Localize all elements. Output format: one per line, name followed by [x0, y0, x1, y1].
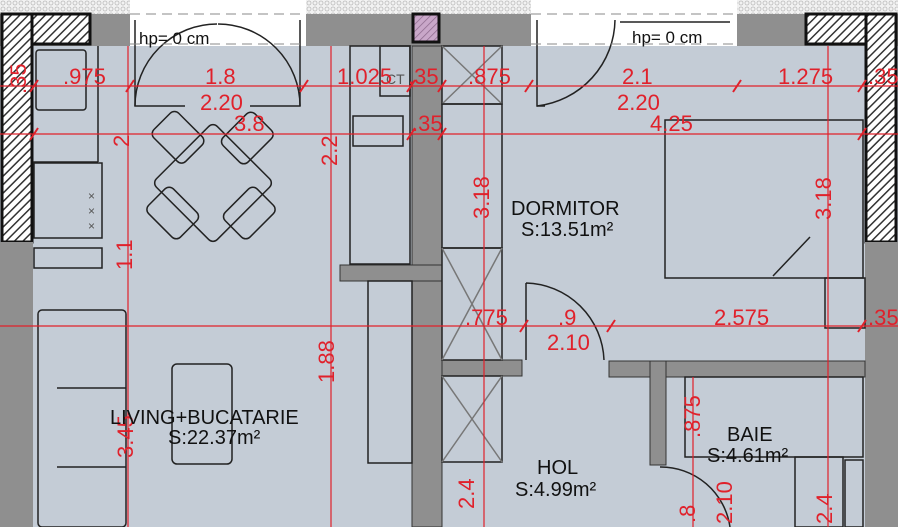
dim-label: 3.45	[113, 415, 138, 458]
dim-label: 2.10	[547, 330, 590, 355]
oven-unit	[352, 115, 404, 147]
dim-label: .875	[680, 395, 705, 438]
wall-right	[865, 242, 898, 527]
wall-partition-vertical	[411, 45, 443, 527]
dim-label: 1.88	[314, 340, 339, 383]
shaft-purple	[411, 12, 441, 44]
dining-chair	[146, 186, 200, 240]
room-name-hol: HOL	[537, 457, 578, 479]
dim-label: .775	[465, 305, 508, 330]
room-name-dormitor: DORMITOR	[511, 198, 620, 220]
dim-label: 1.025	[337, 64, 392, 89]
coffee-table	[171, 363, 233, 465]
dim-label: 2.4	[454, 478, 479, 509]
wall-hall-stub	[441, 359, 523, 377]
dim-label: 1.275	[778, 64, 833, 89]
dim-label: .975	[63, 64, 106, 89]
closet	[441, 247, 503, 361]
dim-label: 2.575	[714, 305, 769, 330]
hatched-column-right	[864, 12, 898, 244]
room-area-baie: S:4.61m²	[707, 445, 788, 467]
stove-fixture	[33, 162, 103, 239]
window-height-label-left: hp= 0 cm	[139, 29, 209, 48]
dim-label: .8	[675, 505, 700, 523]
window-opening-right	[531, 0, 737, 46]
dim-label: 2.20	[200, 90, 243, 115]
window-opening-left	[130, 0, 306, 46]
dim-label: 1.1	[112, 239, 137, 270]
dining-chair	[151, 110, 205, 164]
washbasin	[844, 459, 864, 527]
ct-label: CT	[386, 71, 405, 87]
dining-table	[153, 123, 273, 243]
dim-label: .35	[6, 63, 31, 94]
sink-fixture	[35, 49, 87, 111]
bed	[664, 119, 864, 279]
tv-cabinet	[367, 280, 413, 464]
dim-label: 3.8	[234, 111, 265, 136]
ct-boiler	[379, 45, 411, 97]
wall-left	[0, 242, 33, 527]
dim-label: 2.4	[812, 493, 837, 524]
svg-text:×: ×	[88, 204, 95, 218]
svg-text:×: ×	[88, 189, 95, 203]
room-name-baie: BAIE	[727, 424, 773, 446]
door-swing-bath	[659, 466, 731, 527]
dim-label: 2.10	[712, 481, 737, 524]
dim-label: .35	[868, 64, 898, 89]
dim-label: 1.8	[205, 64, 236, 89]
dim-label: .875	[468, 64, 511, 89]
dim-label: 2.1	[622, 64, 653, 89]
dining-chair	[220, 111, 274, 165]
dining-chair	[222, 186, 276, 240]
toilet	[794, 456, 844, 527]
room-area-living: S:22.37m²	[168, 427, 261, 449]
window-height-label-right: hp= 0 cm	[632, 28, 702, 47]
sofa	[37, 309, 127, 527]
svg-text:×: ×	[88, 219, 95, 233]
dim-label: .35	[408, 64, 439, 89]
dim-label: 4.25	[650, 111, 693, 136]
kitchen-shelf	[33, 247, 103, 269]
dim-label: .35	[412, 111, 443, 136]
room-area-dormitor: S:13.51m²	[521, 219, 614, 241]
wall-bath-top	[608, 360, 866, 378]
nightstand	[824, 277, 866, 329]
dim-label: 2	[109, 135, 134, 147]
room-name-living: LIVING+BUCATARIE	[110, 407, 299, 429]
dim-label: 3.18	[811, 177, 836, 220]
wall-kitchen-stub	[339, 264, 443, 282]
dim-label: 2.2	[317, 135, 342, 166]
wall-bath-stub	[649, 360, 667, 466]
room-area-hol: S:4.99m²	[515, 479, 596, 501]
dim-label: 2.20	[617, 90, 660, 115]
dim-label: .9	[558, 305, 576, 330]
bathtub	[684, 376, 864, 458]
dim-label: .35	[868, 305, 898, 330]
dim-label: 3.18	[469, 176, 494, 219]
hatched-column-left	[0, 12, 34, 244]
closet	[441, 375, 503, 463]
